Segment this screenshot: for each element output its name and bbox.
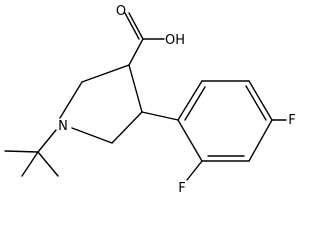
bond-ar-c4-c5 [248,80,273,121]
bond-ar-c4-c5-inner [245,85,267,121]
bond-c4-c3 [128,64,143,113]
bond-tbutyl-methyl-1 [4,150,39,153]
bond-n1-c5 [71,127,113,144]
bond-c3-c2 [81,64,130,83]
atom-oh-hydroxyl: OH [165,33,185,48]
atom-o-carbonyl: O [116,4,126,19]
bond-n1-tbutyl [37,129,57,153]
molecule-diagram: O OH N F F [4,4,296,196]
bond-c3-carboxyl [128,38,144,66]
bond-ar-c6-c1-inner [184,86,206,121]
bond-c4-aryl [141,111,179,121]
structure-canvas: O OH N F F [4,4,296,196]
bond-c2-n1 [59,81,83,119]
bond-tbutyl-methyl-3 [37,151,59,177]
bond-carbonyl-1 [128,12,144,40]
bond-carbonyl-2 [124,12,140,40]
atom-f-ortho: F [178,181,185,196]
bond-ar-c6-c1 [177,80,203,121]
atom-n-ring: N [58,119,68,134]
bond-tbutyl-methyl-2 [21,151,39,177]
atom-f-para: F [288,113,295,128]
bond-c5-c4 [111,111,143,144]
bond-ar-c3-c4 [248,119,273,162]
bond-ar-f-ortho [186,160,203,181]
bond-ar-c1-c2 [177,119,203,162]
